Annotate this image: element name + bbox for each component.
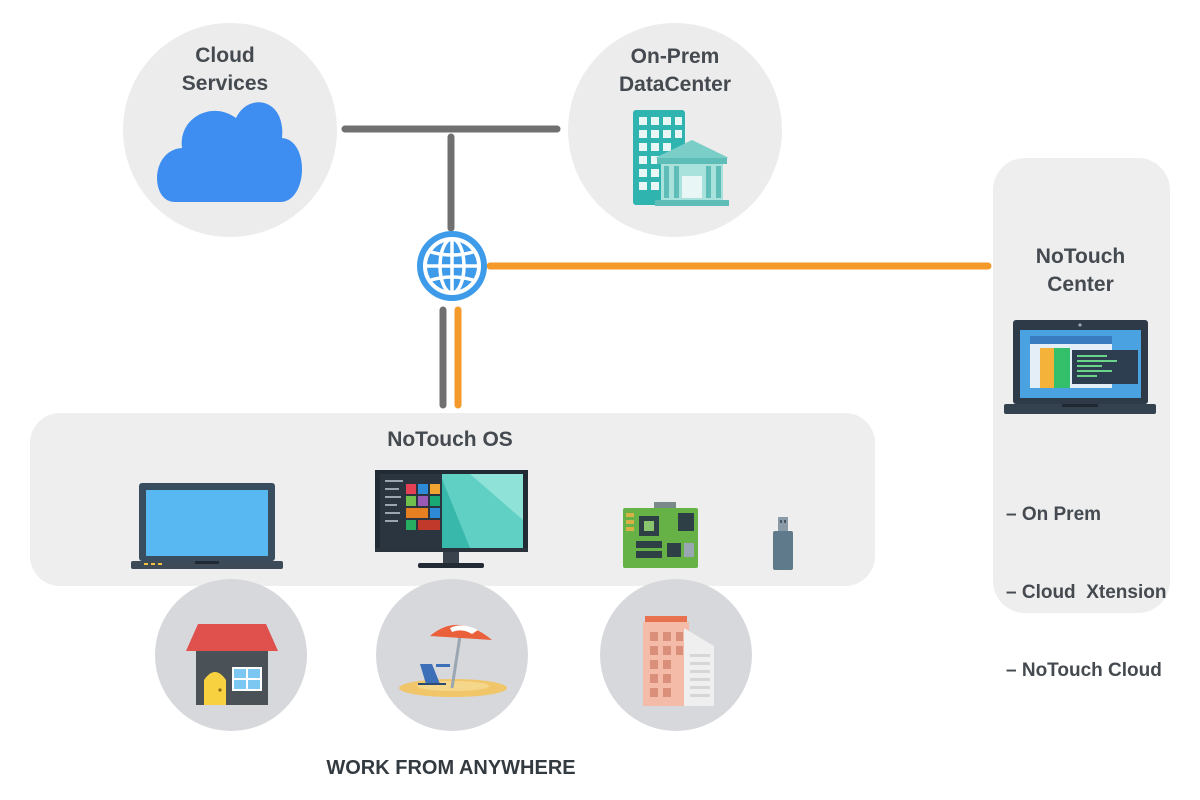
cloud-icon: [157, 102, 303, 202]
center-options-list: – On Prem – Cloud Xtension – NoTouch Clo…: [1006, 450, 1166, 710]
laptop-icon: [131, 483, 283, 569]
cloud-services-label-line1: Cloud: [195, 44, 255, 67]
notouch-center-label-line1: NoTouch: [1035, 245, 1126, 268]
onprem-datacenter-label: On-Prem DataCenter: [600, 43, 750, 99]
management-console-laptop-icon: [1004, 320, 1156, 414]
desktop-monitor-icon: [375, 470, 528, 568]
notouch-center-label-line2: Center: [1047, 273, 1114, 296]
office-building-icon: [643, 616, 714, 706]
notouch-os-label: NoTouch OS: [387, 428, 513, 451]
onprem-datacenter-label-line2: DataCenter: [618, 73, 732, 96]
house-icon: [186, 624, 278, 705]
usb-stick-icon: [773, 517, 793, 570]
cloud-services-label: Cloud Services: [150, 42, 300, 98]
beach-circle: [376, 579, 528, 731]
center-option-notouch-cloud: – NoTouch Cloud: [1006, 660, 1162, 681]
datacenter-building-icon: [633, 110, 729, 206]
center-option-cloud-xtension: – Cloud Xtension: [1006, 582, 1167, 603]
notouch-center-label: NoTouch Center: [1003, 243, 1158, 299]
beach-umbrella-icon: [399, 624, 507, 697]
work-from-anywhere-label: WORK FROM ANYWHERE: [326, 757, 576, 779]
center-option-on-prem: – On Prem: [1006, 504, 1102, 525]
circuit-board-icon: [623, 502, 698, 568]
cloud-services-label-line2: Services: [181, 72, 269, 95]
globe-icon: [417, 231, 487, 301]
onprem-datacenter-label-line1: On-Prem: [630, 45, 720, 68]
